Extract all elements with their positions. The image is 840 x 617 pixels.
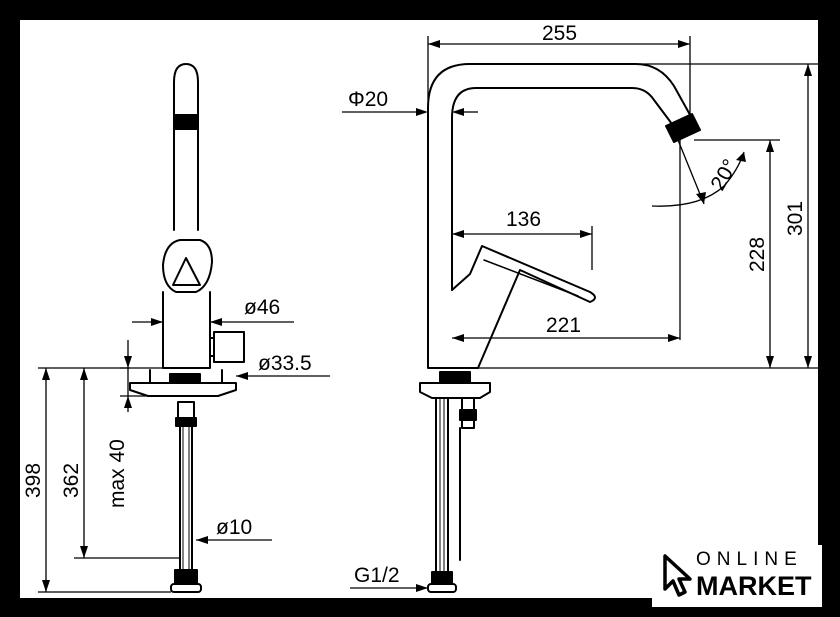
label-398: 398 — [22, 463, 45, 498]
side-spout-tip — [665, 113, 701, 143]
logo-line-market: MARKET — [696, 571, 812, 601]
side-spout-outer — [427, 63, 695, 291]
label-dia-46: ø46 — [244, 296, 280, 319]
label-221: 221 — [546, 314, 581, 337]
front-base-thread — [169, 373, 201, 384]
front-body — [162, 291, 211, 369]
dim-arc-20-deg — [651, 151, 745, 207]
label-136: 136 — [506, 208, 541, 231]
label-g12: G1/2 — [354, 564, 400, 587]
front-hose-nut — [174, 569, 198, 585]
label-255: 255 — [542, 22, 577, 45]
side-hose-nut — [431, 571, 453, 585]
front-hose-fitting — [170, 583, 202, 593]
logo-line-online: ONLINE — [696, 549, 803, 570]
label-228: 228 — [746, 237, 769, 272]
label-362: 362 — [60, 463, 83, 498]
front-lever — [162, 239, 213, 293]
label-dia-20: Φ20 — [348, 88, 388, 111]
side-view — [419, 63, 701, 593]
front-spout — [173, 63, 199, 231]
side-base-thread — [439, 371, 471, 384]
label-dia-10: ø10 — [216, 516, 252, 539]
front-side-cap — [213, 331, 245, 363]
cursor-arrow-icon — [663, 554, 692, 597]
side-spout-inner — [451, 87, 673, 125]
side-lever — [451, 245, 596, 369]
front-spout-ring — [173, 114, 199, 130]
label-301: 301 — [784, 201, 807, 236]
drawing-area — [20, 20, 818, 598]
front-lever-notch — [172, 257, 201, 286]
side-base-plate — [419, 382, 491, 399]
side-body — [427, 289, 479, 369]
front-view — [129, 63, 245, 593]
front-base-plate — [129, 382, 237, 397]
label-dia-33-5: ø33.5 — [258, 352, 312, 375]
label-max-40: max 40 — [106, 439, 129, 508]
online-market-logo: ONLINE MARKET — [652, 545, 822, 607]
